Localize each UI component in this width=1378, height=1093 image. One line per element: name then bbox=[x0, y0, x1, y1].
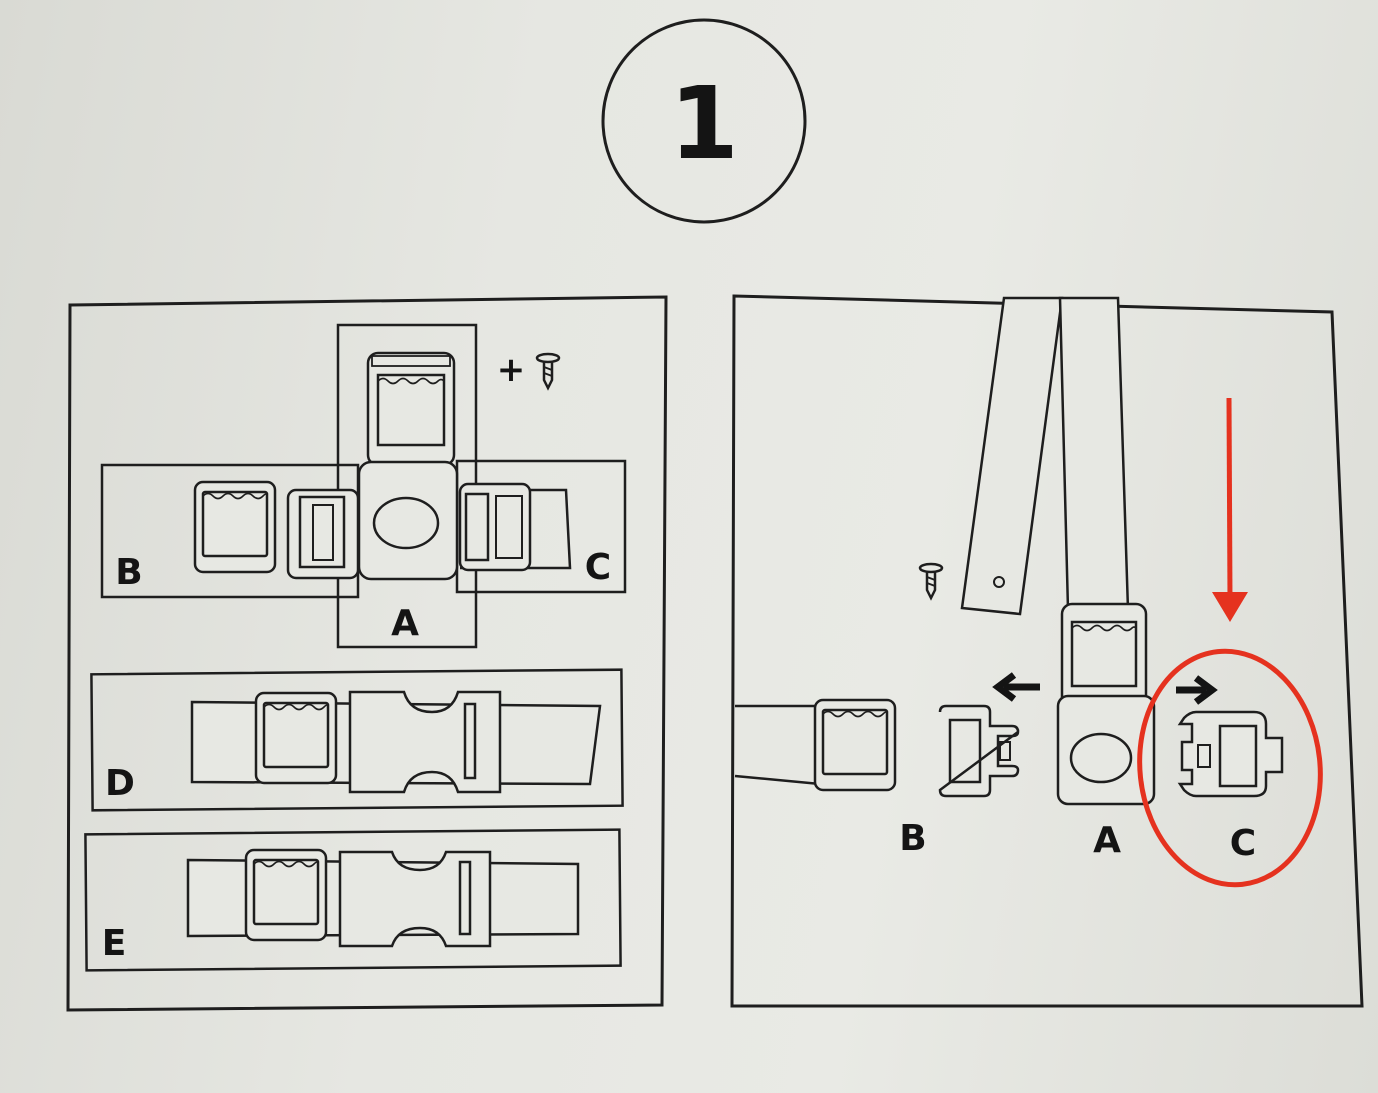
arrow-right-icon bbox=[1176, 675, 1218, 705]
part-label-a-right: A bbox=[1093, 820, 1121, 861]
part-label-b-right: B bbox=[899, 818, 926, 859]
harness-parts-diagram: A B C + bbox=[100, 323, 627, 649]
part-label-b: B bbox=[115, 552, 142, 593]
strap-b bbox=[734, 704, 822, 786]
strap-hole bbox=[993, 576, 1005, 588]
left-panel: A B C + D E bbox=[66, 295, 668, 1012]
loose-strap bbox=[960, 296, 1064, 616]
screw-icon bbox=[535, 352, 561, 390]
step-circle bbox=[601, 18, 807, 224]
vertical-strap bbox=[1058, 296, 1130, 612]
left-panel-border bbox=[66, 295, 668, 1012]
center-hub-buckle bbox=[357, 460, 459, 581]
red-arrow-shaft bbox=[1226, 397, 1233, 601]
strap-c-buckle bbox=[458, 482, 572, 572]
right-panel-border bbox=[730, 294, 1364, 1008]
right-panel: B A C bbox=[730, 294, 1364, 1008]
strap-box-e bbox=[84, 828, 622, 972]
prong-buckle-c bbox=[1177, 710, 1284, 798]
screw-icon-right bbox=[918, 562, 944, 600]
strap-b-buckle bbox=[193, 480, 360, 580]
red-arrow-head-icon bbox=[1212, 592, 1248, 622]
step-number-badge: 1 bbox=[601, 18, 807, 224]
red-highlight-circle bbox=[1137, 648, 1323, 888]
hub-assembly-a bbox=[1056, 602, 1156, 806]
step-number: 1 bbox=[669, 65, 739, 182]
side-release-buckle-e bbox=[338, 850, 492, 948]
prong-buckle-b bbox=[938, 704, 1020, 798]
strap-box-d bbox=[90, 668, 624, 812]
part-label-d: D bbox=[105, 763, 135, 804]
arrow-left-icon bbox=[992, 672, 1040, 702]
part-label-c-right: C bbox=[1230, 823, 1256, 864]
plus-sign: + bbox=[497, 350, 526, 390]
side-release-buckle bbox=[348, 690, 502, 794]
part-label-c: C bbox=[585, 547, 611, 588]
part-label-e: E bbox=[102, 923, 127, 964]
strap-e-diagram: E bbox=[84, 828, 622, 972]
part-label-a: A bbox=[391, 603, 419, 644]
strap-d-diagram: D bbox=[90, 668, 624, 812]
top-buckle bbox=[366, 351, 456, 467]
red-annotation bbox=[1137, 397, 1323, 888]
